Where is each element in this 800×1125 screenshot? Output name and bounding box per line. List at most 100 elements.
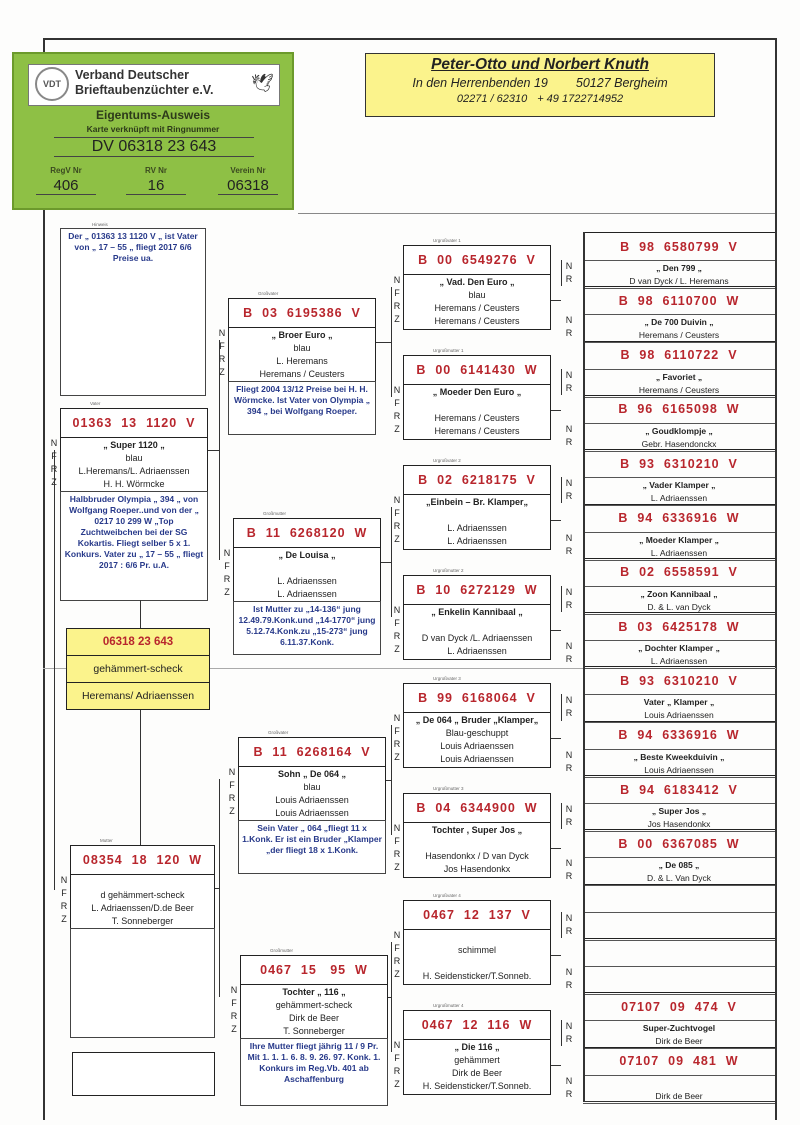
connector xyxy=(561,803,562,830)
owner-line: Louis Adriaenssen xyxy=(440,754,514,764)
color-line xyxy=(404,837,550,850)
connector xyxy=(561,585,562,613)
mother-box: 08354 18 120 W d gehämmert-scheck L. Adria… xyxy=(70,845,215,930)
mother-box-ring: 08354 18 120 W xyxy=(71,846,214,875)
breeder: Dirk de Beer xyxy=(583,1090,775,1104)
ring-number xyxy=(583,937,775,966)
breeder-line: L. Adriaenssen/D.de Beer xyxy=(91,903,194,913)
great-grandparent-box: B 00 6141430 W„ Moeder Den Euro „Hereman… xyxy=(403,355,551,440)
owner-city: 50127 Bergheim xyxy=(575,76,668,90)
letter-r: R xyxy=(223,574,231,584)
name-line: „ De Louisa „ xyxy=(278,550,336,560)
connector xyxy=(208,450,219,451)
color-line: schimmel xyxy=(457,945,496,955)
card-title: Eigentums-Ausweis xyxy=(95,108,211,122)
letter-r: R xyxy=(565,1088,573,1099)
great-grandparent-box-details: „ De 064 „ Bruder „Klamper„Blau-geschupp… xyxy=(404,713,550,767)
pigeon-name: „ Beste Kweekduivin „ xyxy=(583,748,775,764)
grandparent-box-label: Großmutter xyxy=(263,511,287,516)
breeder-line: Dirk de Beer xyxy=(288,1013,340,1023)
letter-r: R xyxy=(565,817,573,827)
color-line: blau xyxy=(125,453,143,463)
letter-r: R xyxy=(565,599,573,610)
letter-n: N xyxy=(565,1021,573,1032)
name-line: Sohn „ De 064 „ xyxy=(277,769,347,779)
letter-n: N xyxy=(565,749,573,760)
letter-r: R xyxy=(565,871,573,882)
breeder-line: L. Adriaenssen xyxy=(447,523,507,533)
letter-r: R xyxy=(565,382,573,393)
letter-n: N xyxy=(565,532,573,543)
breeder-line: Hasendonkx / D van Dyck xyxy=(425,851,529,861)
breeder-line: Louis Adriaenssen xyxy=(275,795,349,805)
letter-r: R xyxy=(565,328,573,339)
connector xyxy=(376,342,391,343)
pigeon-name: „ Goudklompje „ xyxy=(583,422,775,438)
ring-number: B 02 6558591 V xyxy=(583,557,775,586)
mother-box-details: d gehämmert-scheck L. Adriaenssen/D.de Be… xyxy=(71,875,214,929)
ring-number: B 93 6310210 V xyxy=(583,449,775,477)
connector xyxy=(551,520,561,521)
color-line xyxy=(234,562,380,575)
breeder xyxy=(583,981,775,995)
connector xyxy=(561,694,562,721)
pigeon-name: „ Dochter Klamper „ xyxy=(583,640,775,655)
letter-r: R xyxy=(393,301,401,311)
letter-f: F xyxy=(394,398,400,408)
letter-n: N xyxy=(228,767,236,777)
great-grandparent-box-label: Urgroßvater 2 xyxy=(433,458,461,463)
pigeon-name: Vater „ Klamper „ xyxy=(583,694,775,709)
great-grandparent-box-ring: B 99 6168064 V xyxy=(404,684,550,713)
letter-r: R xyxy=(228,793,236,803)
grandparent-box: B 11 6268120 W„ De Louisa „L. Adriaensse… xyxy=(233,518,381,603)
letter-f: F xyxy=(224,561,230,571)
letter-z: Z xyxy=(61,914,67,924)
letter-n: N xyxy=(565,478,573,489)
logo-text: VDT xyxy=(43,79,61,89)
grandparent-box-note: Fliegt 2004 13/12 Preise bei H. H. Wörmc… xyxy=(228,381,376,435)
letter-r: R xyxy=(565,654,573,665)
letter-z: Z xyxy=(231,1024,237,1034)
ring-number: B 94 6336916 W xyxy=(583,503,775,532)
letter-n: N xyxy=(393,1040,401,1050)
great-grandparent-box-ring: B 02 6218175 V xyxy=(404,466,550,495)
name-line: „ Vad. Den Euro „ xyxy=(439,277,515,287)
great-great-grandparent-entry: B 93 6310210 V„ Vader Klamper „L. Adriae… xyxy=(583,449,775,507)
owner-line: Heremans / Ceusters xyxy=(434,426,520,436)
verein-label: Verein Nr xyxy=(230,166,266,175)
letter-r: R xyxy=(393,1066,401,1076)
pigeon-name xyxy=(583,1074,775,1090)
owner-line: Heremans / Ceusters xyxy=(259,369,345,379)
letter-r: R xyxy=(565,708,573,719)
great-grandparent-box: B 10 6272129 W„ Enkelin Kannibaal „D van… xyxy=(403,575,551,660)
letter-n: N xyxy=(565,586,573,597)
color-line xyxy=(404,399,550,412)
owner-header: Peter-Otto und Norbert Knuth In den Herr… xyxy=(365,53,715,117)
note-text: Ihre Mutter fliegt jährig 11 / 9 Pr. Mit… xyxy=(247,1041,381,1084)
note-text: Ist Mutter zu „14-136“ jung 12.49.79.Kon… xyxy=(238,604,376,647)
color-line: d gehämmert-scheck xyxy=(100,890,185,900)
letter-f: F xyxy=(394,508,400,518)
pigeon-name: „ De 700 Duivin „ xyxy=(583,314,775,329)
great-grandparent-box-ring: 0467 12 116 W xyxy=(404,1011,550,1040)
connector xyxy=(561,1020,562,1047)
great-grandparent-box-details: „ Enkelin Kannibaal „D van Dyck /L. Adri… xyxy=(404,605,550,659)
letter-z: Z xyxy=(219,367,225,377)
breeder: L. Adriaenssen xyxy=(583,492,775,507)
letter-n: N xyxy=(565,423,573,434)
frame-divider xyxy=(298,213,775,214)
breeder: Louis Adriaenssen xyxy=(583,709,775,724)
